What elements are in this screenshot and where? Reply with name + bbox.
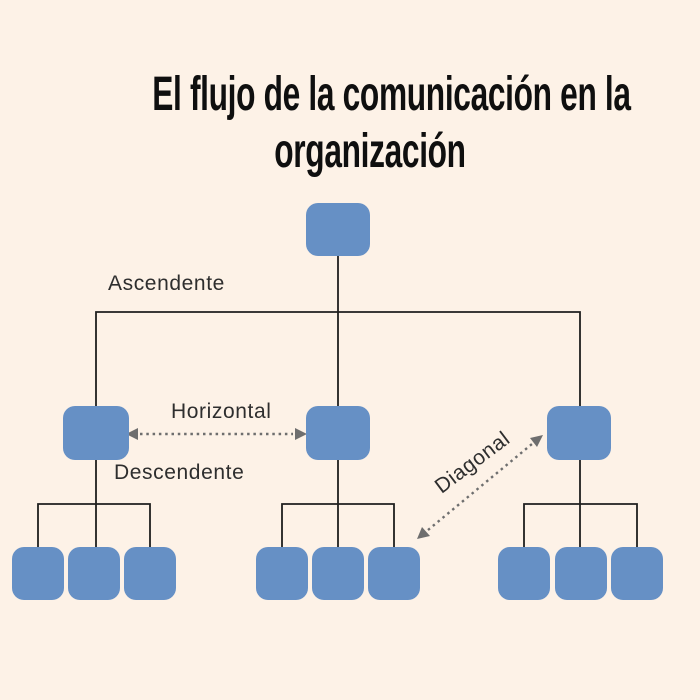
page-title-line2: organización (274, 125, 466, 178)
page-title: El flujo de la comunicación en la organi… (152, 66, 631, 180)
label-horizontal: Horizontal (171, 400, 272, 423)
org-node-child-right-3 (611, 547, 663, 600)
org-node-child-center-1 (256, 547, 308, 600)
connector-left-branch (37, 460, 151, 547)
horizontal-arrowhead-right-icon (295, 428, 307, 440)
org-node-child-right-1 (498, 547, 550, 600)
org-node-child-right-2 (555, 547, 607, 600)
connector-right-branch (523, 460, 638, 547)
connector-center-branch (281, 460, 395, 547)
diagonal-arrowhead-bottom-icon (417, 527, 430, 539)
org-node-top (306, 203, 370, 256)
page-title-line1: El flujo de la comunicación en la (152, 68, 631, 121)
org-node-mid-center (306, 406, 370, 460)
connector-main-rail (95, 311, 581, 406)
org-node-mid-left (63, 406, 129, 460)
org-node-child-left-3 (124, 547, 176, 600)
org-node-child-left-2 (68, 547, 120, 600)
label-descendente: Descendente (114, 461, 245, 484)
diagonal-arrowhead-top-icon (530, 435, 543, 447)
org-node-mid-right (547, 406, 611, 460)
horizontal-arrowhead-left-icon (126, 428, 138, 440)
org-node-child-center-2 (312, 547, 364, 600)
org-node-child-center-3 (368, 547, 420, 600)
org-node-child-left-1 (12, 547, 64, 600)
label-ascendente: Ascendente (108, 272, 225, 295)
